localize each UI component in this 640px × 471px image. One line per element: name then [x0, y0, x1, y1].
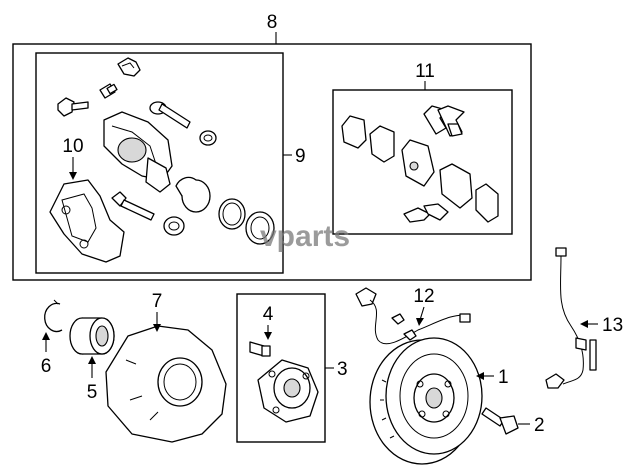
callout-2: 2 [534, 415, 545, 436]
dust-shield-drawing [105, 325, 227, 443]
callout-9: 9 [295, 146, 306, 167]
brake-pads-drawing [341, 105, 499, 223]
callout-4: 4 [263, 304, 274, 325]
brake-rotor-drawing [369, 337, 483, 465]
callout-3: 3 [337, 359, 348, 380]
watermark: vparts [260, 220, 350, 253]
abs-sensor-drawing [355, 287, 471, 345]
snap-ring-drawing [44, 299, 63, 333]
caliper-assembly-box [12, 43, 532, 281]
wheel-bearing-drawing [69, 317, 115, 355]
callout-10: 10 [62, 136, 83, 157]
caliper-inner-box [35, 52, 284, 274]
callout-6: 6 [41, 356, 52, 377]
callout-5: 5 [87, 382, 98, 403]
callout-8: 8 [267, 12, 278, 33]
wheel-hub-drawing [249, 341, 319, 423]
callout-13: 13 [602, 315, 623, 336]
callout-1: 1 [498, 367, 509, 388]
caliper-assembly-drawing [49, 57, 275, 263]
callout-12: 12 [413, 286, 434, 307]
brake-pad-box [332, 89, 513, 235]
callout-7: 7 [152, 291, 163, 312]
callout-11: 11 [415, 61, 435, 82]
wheel-speed-sensor-drawing [545, 247, 597, 389]
rotor-screw-drawing [481, 407, 519, 435]
